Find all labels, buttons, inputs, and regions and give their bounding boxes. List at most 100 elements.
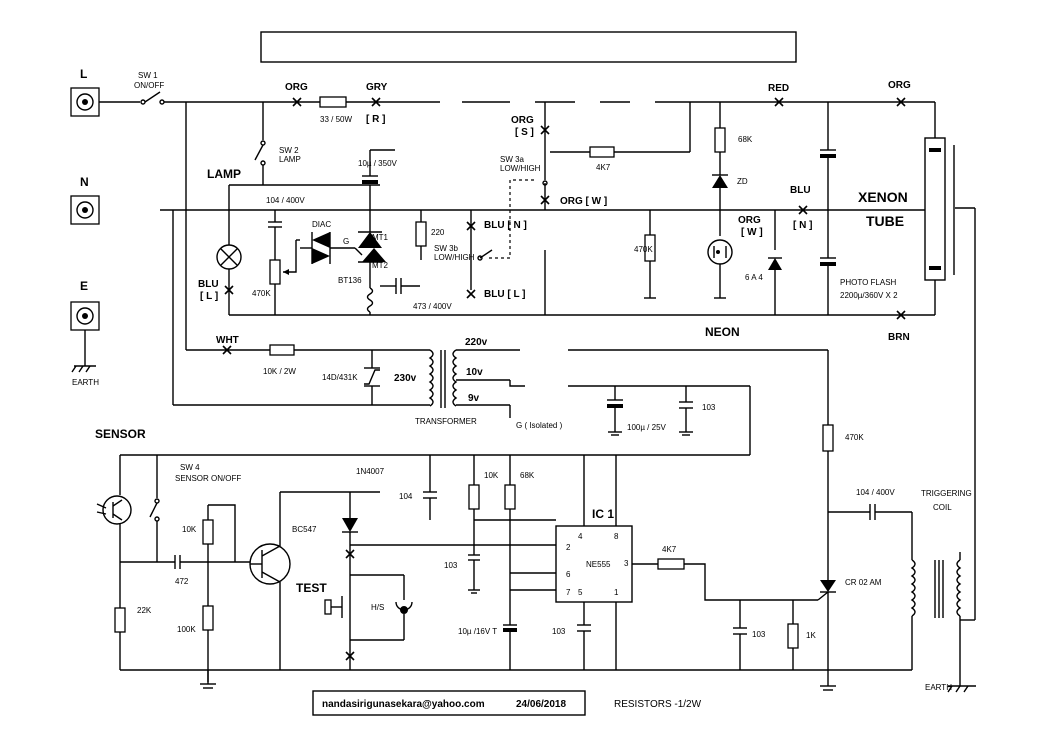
r-10k-b-label: 10K xyxy=(484,471,499,480)
r-4k7-b-label: 4K7 xyxy=(662,545,677,554)
wire-s-tag: [ S ] xyxy=(515,127,534,138)
wire-org-w: ORG [ W ] xyxy=(560,196,607,207)
mov-varistor xyxy=(364,367,380,387)
terminal-n: N xyxy=(70,175,100,225)
sw3b-switch xyxy=(479,249,493,259)
wire-blu-l-label: BLU [ L ] xyxy=(484,289,525,300)
zd-label: ZD xyxy=(737,177,748,186)
lamp-icon xyxy=(216,244,242,270)
pot-470k-label: 470K xyxy=(252,289,271,298)
wire-blu-lamp-tag: [ L ] xyxy=(200,291,218,302)
wire-blu-right: BLU xyxy=(790,185,811,196)
scr-label: CR 02 AM xyxy=(845,578,882,587)
r-68k-top xyxy=(714,127,726,153)
wire-org-label: ORG xyxy=(285,82,308,93)
sw4-label: SW 4 xyxy=(180,463,200,472)
sw3b-sub: LOW/HIGH xyxy=(434,253,475,262)
d-1n4007-label: 1N4007 xyxy=(356,467,385,476)
c-104-trig-label: 104 / 400V xyxy=(856,488,895,497)
hs-buzzer-icon xyxy=(395,601,413,614)
wire-brn: BRN xyxy=(888,332,910,343)
diode-1n4007 xyxy=(342,518,358,532)
pin-4: 4 xyxy=(578,532,583,541)
pin-8: 8 xyxy=(614,532,619,541)
ic-name: NE555 xyxy=(586,560,611,569)
terminal-l: L xyxy=(70,67,100,117)
wire-w-tag: [ W ] xyxy=(741,227,763,238)
triggering-coil xyxy=(910,559,962,618)
c-472-label: 472 xyxy=(175,577,189,586)
v9-label: 9v xyxy=(468,393,480,404)
sw1-switch: SW 1 ON/OFF xyxy=(134,71,165,105)
zener-diode xyxy=(712,175,728,188)
coil-label: COIL xyxy=(933,503,952,512)
r-10k-b xyxy=(468,484,480,510)
footer-date: 24/06/2018 xyxy=(516,699,566,710)
triac-bt136 xyxy=(354,231,386,263)
d-6a4-label: 6 A 4 xyxy=(745,273,763,282)
photo-flash-label: PHOTO FLASH xyxy=(840,278,897,287)
xenon-tube xyxy=(924,137,946,281)
r-68k-top-label: 68K xyxy=(738,135,753,144)
section-neon: NEON xyxy=(705,325,740,339)
mov-label: 14D/431K xyxy=(322,373,358,382)
section-lamp: LAMP xyxy=(207,167,241,181)
sw3b-label: SW 3b xyxy=(434,244,459,253)
c-flash-label: 2200µ/360V X 2 xyxy=(840,291,898,300)
r-4k7-b xyxy=(657,558,685,570)
wire-n-tag: [ N ] xyxy=(793,220,812,231)
pin-1: 1 xyxy=(614,588,619,597)
c-473-label: 473 / 400V xyxy=(413,302,452,311)
title-box xyxy=(260,31,797,63)
hs-label: H/S xyxy=(371,603,384,612)
bc547-label: BC547 xyxy=(292,525,317,534)
pin-7: 7 xyxy=(566,588,571,597)
pin-2: 2 xyxy=(566,543,571,552)
section-test: TEST xyxy=(296,581,327,595)
r-100k-label: 100K xyxy=(177,625,196,634)
section-xenon: XENON xyxy=(858,189,908,205)
wire-gry-label: GRY xyxy=(366,82,388,93)
r-220-label: 220 xyxy=(431,228,445,237)
wire-red-label: RED xyxy=(768,83,789,94)
r-33-resistor xyxy=(319,96,347,108)
gate-label: G xyxy=(343,237,349,246)
r-470k-trig xyxy=(822,424,834,452)
ic1-label: IC 1 xyxy=(592,507,614,521)
c-10u-label: 10µ / 350V xyxy=(358,159,398,168)
terminal-e: E EARTH xyxy=(70,279,100,387)
r-33-label: 33 / 50W xyxy=(320,115,352,124)
r-10k2w xyxy=(269,344,295,356)
v10-label: 10v xyxy=(466,367,483,378)
r-1k xyxy=(787,623,799,649)
sw1-sub: ON/OFF xyxy=(134,81,164,90)
r-10k2w-label: 10K / 2W xyxy=(263,367,296,376)
wire-org2-label: ORG xyxy=(888,80,911,91)
v230-label: 230v xyxy=(394,373,417,384)
r-470k-trig-label: 470K xyxy=(845,433,864,442)
wire-r-tag: [ R ] xyxy=(366,114,385,125)
r-4k7-top xyxy=(589,146,615,158)
wire-blu-n-label: BLU [ N ] xyxy=(484,220,527,231)
c-10u16-label: 10µ /16V T xyxy=(458,627,497,636)
transformer xyxy=(428,349,458,408)
r-470k-neon-label: 470K xyxy=(634,245,653,254)
r-68k-b xyxy=(504,484,516,510)
sw2-label: SW 2 xyxy=(279,146,299,155)
r-1k-label: 1K xyxy=(806,631,816,640)
sw4-sub: SENSOR ON/OFF xyxy=(175,474,241,483)
wire-wht: WHT xyxy=(216,335,239,346)
footer-box xyxy=(312,690,586,716)
bc547-transistor xyxy=(249,543,291,585)
earth-right-label: EARTH xyxy=(925,683,952,692)
c-103-d-label: 103 xyxy=(752,630,766,639)
r-10k-s xyxy=(202,519,214,545)
c-103-c-label: 103 xyxy=(552,627,566,636)
c-103-psu-label: 103 xyxy=(702,403,716,412)
section-tube: TUBE xyxy=(866,213,904,229)
footer-resistors-note: RESISTORS -1/2W xyxy=(614,699,702,710)
neon-lamp-icon xyxy=(707,239,733,265)
pin-3: 3 xyxy=(624,559,629,568)
mt1-label: MT1 xyxy=(372,233,389,242)
